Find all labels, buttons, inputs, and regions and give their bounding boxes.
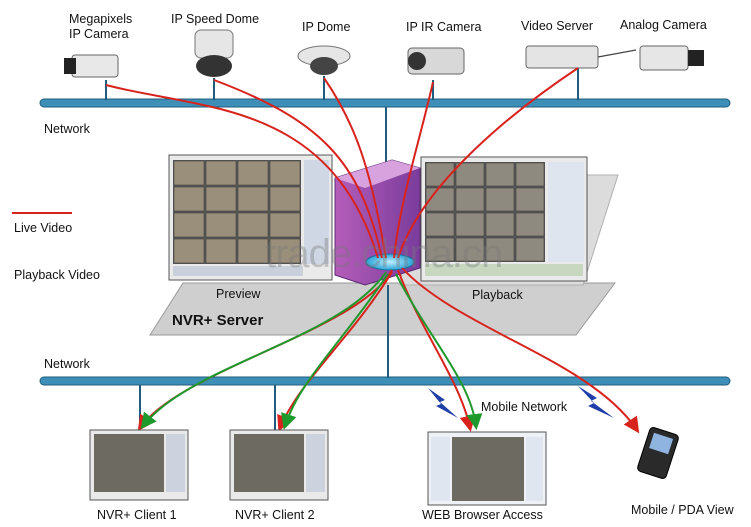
ir-camera-icon (407, 47, 465, 75)
ip-dome-label: IP Dome (302, 20, 351, 34)
playback-video-lines (140, 271, 483, 430)
client-2-label: NVR+ Client 2 (235, 508, 315, 522)
client-1-monitor-icon (89, 429, 189, 501)
live-video-lines (105, 67, 640, 434)
speed-dome-icon (194, 29, 234, 77)
top-network-bus (39, 98, 731, 108)
web-browser-monitor-icon (427, 431, 547, 506)
analog-camera-label: Analog Camera (620, 18, 707, 32)
playback-label: Playback (472, 288, 523, 302)
server-title: NVR+ Server (172, 312, 264, 329)
mobile-pda-label: Mobile / PDA View (631, 503, 734, 517)
video-server-label: Video Server (521, 19, 594, 33)
network-bottom-label: Network (44, 357, 90, 371)
megapixels-camera-label: Megapixels IP Camera (69, 12, 133, 41)
ip-ir-camera-label: IP IR Camera (406, 20, 482, 34)
ip-speed-dome-label: IP Speed Dome (171, 12, 260, 26)
ip-dome-icon (297, 45, 351, 75)
top-drops (105, 66, 579, 165)
watermark: trade.china.cn (265, 232, 503, 276)
legend-live-video: Live Video (14, 221, 73, 235)
client-1-label: NVR+ Client 1 (97, 508, 177, 522)
legend-playback-video: Playback Video (14, 268, 100, 282)
mobile-device-icon (637, 427, 679, 479)
bottom-network-bus (39, 376, 731, 386)
client-2-monitor-icon (229, 429, 329, 501)
lightning-icon (578, 386, 614, 418)
lightning-icon (428, 388, 458, 418)
video-server-icon (525, 45, 637, 69)
analog-camera-icon (639, 45, 704, 71)
mobile-network-label: Mobile Network (481, 400, 568, 414)
megapixels-camera-icon (64, 54, 119, 78)
web-browser-label: WEB Browser Access (422, 508, 543, 522)
preview-monitor-icon (168, 154, 333, 281)
network-top-label: Network (44, 122, 90, 136)
preview-label: Preview (216, 287, 261, 301)
